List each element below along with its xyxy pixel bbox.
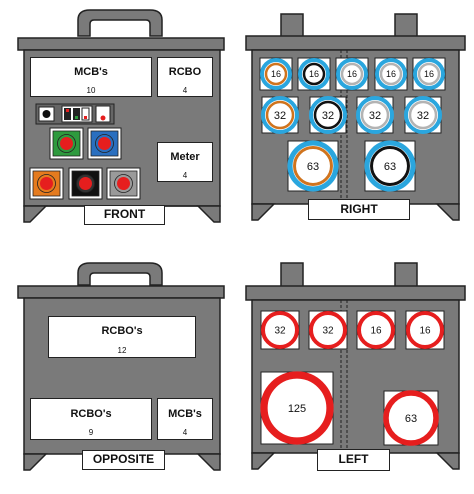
rcbo-top-count: 12 (117, 346, 127, 355)
right-breaker-63-1-rating: 63 (307, 161, 319, 173)
rcbo-bottom-count: 9 (88, 428, 94, 437)
rcbo-top-box: RCBO's 12 (48, 316, 196, 358)
right-breaker-32-4-rating: 32 (417, 110, 429, 122)
right-breaker-32-4: 32 (404, 96, 442, 134)
right-breaker-32-2-rating: 32 (322, 110, 334, 122)
mcb-opposite-count: 4 (182, 428, 188, 437)
socket-grey-icon (106, 167, 141, 200)
right-breaker-16-2: 16 (297, 57, 331, 91)
front-panel: MCB's 10 RCBO 4 Meter 4 FRONT (0, 0, 237, 247)
socket-blue-icon (87, 127, 122, 160)
right-panel: 16 16 16 16 16 32 32 32 32 63 63 RIGHT (237, 0, 474, 247)
socket-green-icon (49, 127, 84, 160)
right-breaker-16-5-rating: 16 (424, 69, 434, 79)
left-panel: 32 32 16 16 125 63 LEFT (237, 247, 474, 494)
right-breaker-16-3-rating: 16 (347, 69, 357, 79)
left-breaker-125: 125 (260, 371, 334, 445)
left-breaker-16-4: 16 (405, 310, 445, 350)
right-breaker-32-3-rating: 32 (369, 110, 381, 122)
left-breaker-63: 63 (383, 390, 439, 446)
right-breaker-16-1: 16 (259, 57, 293, 91)
left-breaker-125-rating: 125 (288, 403, 306, 415)
socket-black-icon (68, 167, 103, 200)
right-breaker-32-1: 32 (261, 96, 299, 134)
socket-group (29, 127, 141, 200)
rcbo-bottom-title: RCBO's (70, 408, 112, 420)
front-label: FRONT (84, 205, 165, 225)
mcb-title: MCB's (74, 66, 108, 78)
right-breaker-32-1-rating: 32 (274, 110, 286, 122)
right-breaker-16-4-rating: 16 (386, 69, 396, 79)
opposite-panel: RCBO's 12 RCBO's 9 MCB's 4 OPPOSITE (0, 247, 237, 494)
right-breaker-16-1-rating: 16 (271, 69, 281, 79)
right-label: RIGHT (308, 199, 410, 220)
left-breaker-63-rating: 63 (405, 413, 417, 425)
right-breaker-16-5: 16 (412, 57, 446, 91)
left-label: LEFT (317, 449, 390, 471)
meter-count: 4 (182, 171, 188, 180)
mcb-box: MCB's 10 (30, 57, 152, 97)
right-breaker-32-2: 32 (309, 96, 347, 134)
right-housing: 16 16 16 16 16 32 32 32 32 63 63 (245, 13, 466, 221)
meter-title: Meter (170, 151, 200, 163)
left-breaker-16-4-rating: 16 (419, 326, 431, 337)
mcb-box-opposite: MCB's 4 (157, 398, 213, 440)
right-breaker-16-4: 16 (374, 57, 408, 91)
left-breaker-32-2-rating: 32 (322, 326, 334, 337)
right-breaker-32-3: 32 (356, 96, 394, 134)
rcbo-box: RCBO 4 (157, 57, 213, 97)
right-breaker-63-2: 63 (364, 140, 416, 192)
rcbo-bottom-box: RCBO's 9 (30, 398, 152, 440)
left-breaker-32-1-rating: 32 (274, 326, 286, 337)
left-housing: 32 32 16 16 125 63 (245, 262, 466, 470)
left-breaker-16-3-rating: 16 (370, 326, 382, 337)
rcbo-title: RCBO (168, 66, 202, 78)
mcb-count: 10 (86, 86, 96, 95)
left-breaker-32-2: 32 (308, 310, 348, 350)
rcbo-top-title: RCBO's (101, 325, 143, 337)
rcbo-count: 4 (182, 86, 188, 95)
right-breaker-63-2-rating: 63 (384, 161, 396, 173)
socket-orange-icon (29, 167, 64, 200)
right-breaker-16-3: 16 (335, 57, 369, 91)
left-breaker-32-1: 32 (260, 310, 300, 350)
opposite-label: OPPOSITE (82, 450, 165, 470)
meter-box: Meter 4 (157, 142, 213, 182)
right-breaker-63-1: 63 (287, 140, 339, 192)
mcb-opposite-title: MCB's (168, 408, 202, 420)
right-breaker-16-2-rating: 16 (309, 69, 319, 79)
left-breaker-16-3: 16 (356, 310, 396, 350)
